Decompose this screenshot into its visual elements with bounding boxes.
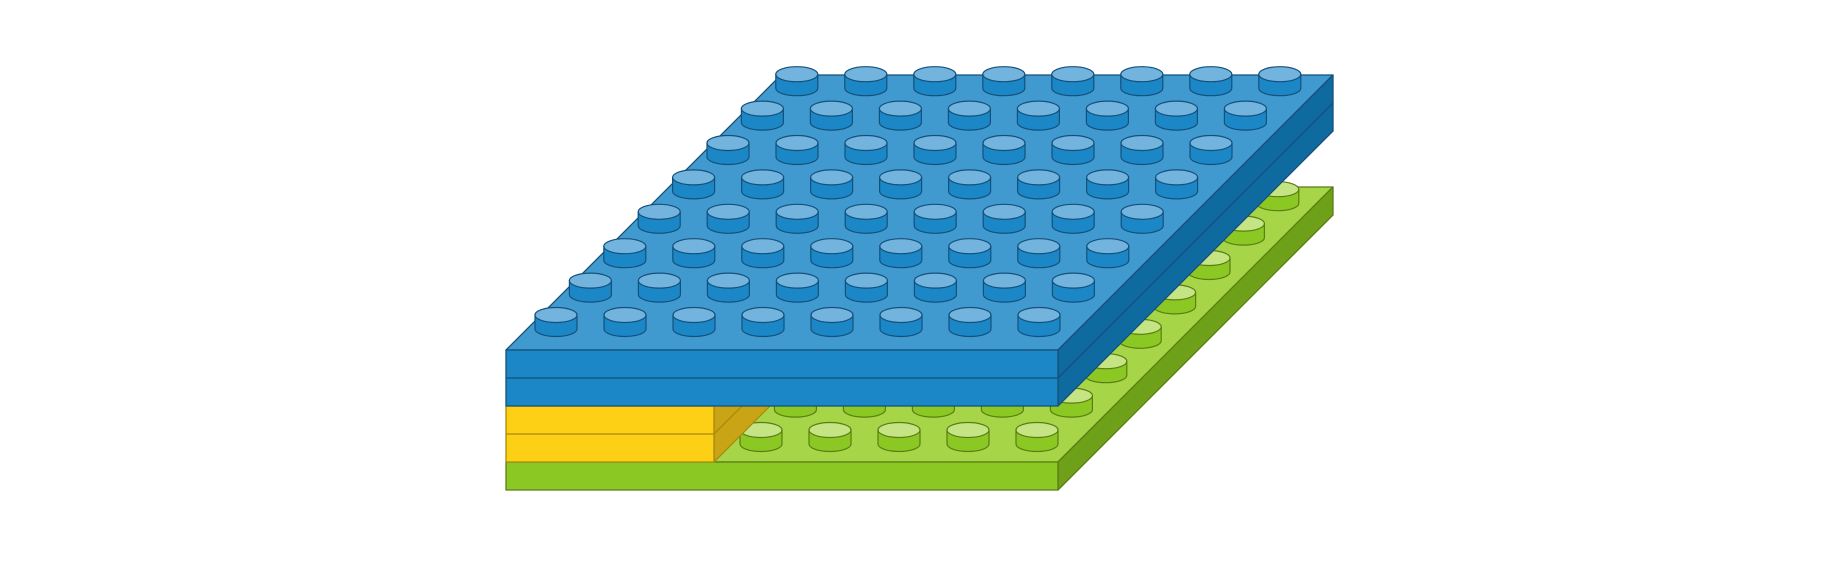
blue-stud [1154, 169, 1199, 200]
green-baseplate-front [505, 461, 1059, 491]
blue-stud [879, 306, 923, 338]
blue-stud [844, 134, 888, 166]
blue-stud [740, 169, 785, 200]
blue-stud [1085, 169, 1130, 200]
blue-stud [913, 66, 957, 97]
blue-stud [948, 238, 992, 269]
blue-stud [637, 203, 681, 234]
blue-stud [603, 306, 647, 338]
blue-stud [1223, 100, 1268, 131]
blue-stud [913, 203, 957, 234]
blue-stud [1085, 100, 1130, 131]
blue-stud [913, 134, 957, 166]
green-stud [946, 421, 990, 453]
blue-stud [568, 272, 613, 303]
blue-stud [947, 100, 992, 131]
blue-stud [809, 169, 854, 200]
blue-stud [1086, 238, 1130, 269]
blue-stud [706, 272, 751, 303]
blue-stud [1051, 134, 1095, 166]
blue-stud [982, 66, 1026, 97]
blue-plate [505, 66, 1334, 407]
blue-stud [1258, 66, 1302, 97]
blue-stud [844, 203, 888, 234]
blue-stud [844, 272, 889, 303]
green-stud [877, 421, 921, 453]
blue-stud [879, 238, 923, 269]
blue-stud [534, 306, 578, 338]
blue-stud [672, 238, 716, 269]
blue-stud [948, 306, 992, 338]
blue-stud [741, 306, 785, 338]
blue-stud [913, 272, 958, 303]
blue-stud [671, 169, 716, 200]
blue-stud [1189, 66, 1233, 97]
blue-stud [603, 238, 647, 269]
blue-stud [741, 238, 785, 269]
blue-stud [1016, 100, 1061, 131]
blue-stud [982, 134, 1026, 166]
blue-stud [672, 306, 716, 338]
blue-stud [1051, 272, 1096, 303]
blue-stud [775, 66, 819, 97]
green-stud [808, 421, 852, 453]
blue-stud [878, 169, 923, 200]
blue-stud [1051, 66, 1095, 97]
blue-stud [809, 100, 854, 131]
blue-stud [947, 169, 992, 200]
blue-stud [706, 134, 750, 166]
blue-stud [775, 203, 819, 234]
blue-stud [878, 100, 923, 131]
blue-plate-side-seam [1057, 102, 1334, 379]
blue-studs [534, 66, 1302, 338]
blue-stud [982, 272, 1027, 303]
blue-stud [1016, 169, 1061, 200]
blue-stud [637, 272, 682, 303]
blue-stud [1154, 100, 1199, 131]
blue-stud [810, 306, 854, 338]
blue-stud [1017, 306, 1061, 338]
blue-stud [1051, 203, 1095, 234]
green-stud [1015, 421, 1059, 453]
blue-stud [706, 203, 750, 234]
blue-stud [1120, 66, 1164, 97]
blue-stud [775, 272, 820, 303]
blue-stud [844, 66, 888, 97]
blue-stud [810, 238, 854, 269]
blue-stud [1017, 238, 1061, 269]
blue-stud [1189, 134, 1233, 166]
blue-stud [740, 100, 785, 131]
blue-stud [1120, 203, 1164, 234]
blue-stud [775, 134, 819, 166]
blue-stud [982, 203, 1026, 234]
blue-stud [1120, 134, 1164, 166]
